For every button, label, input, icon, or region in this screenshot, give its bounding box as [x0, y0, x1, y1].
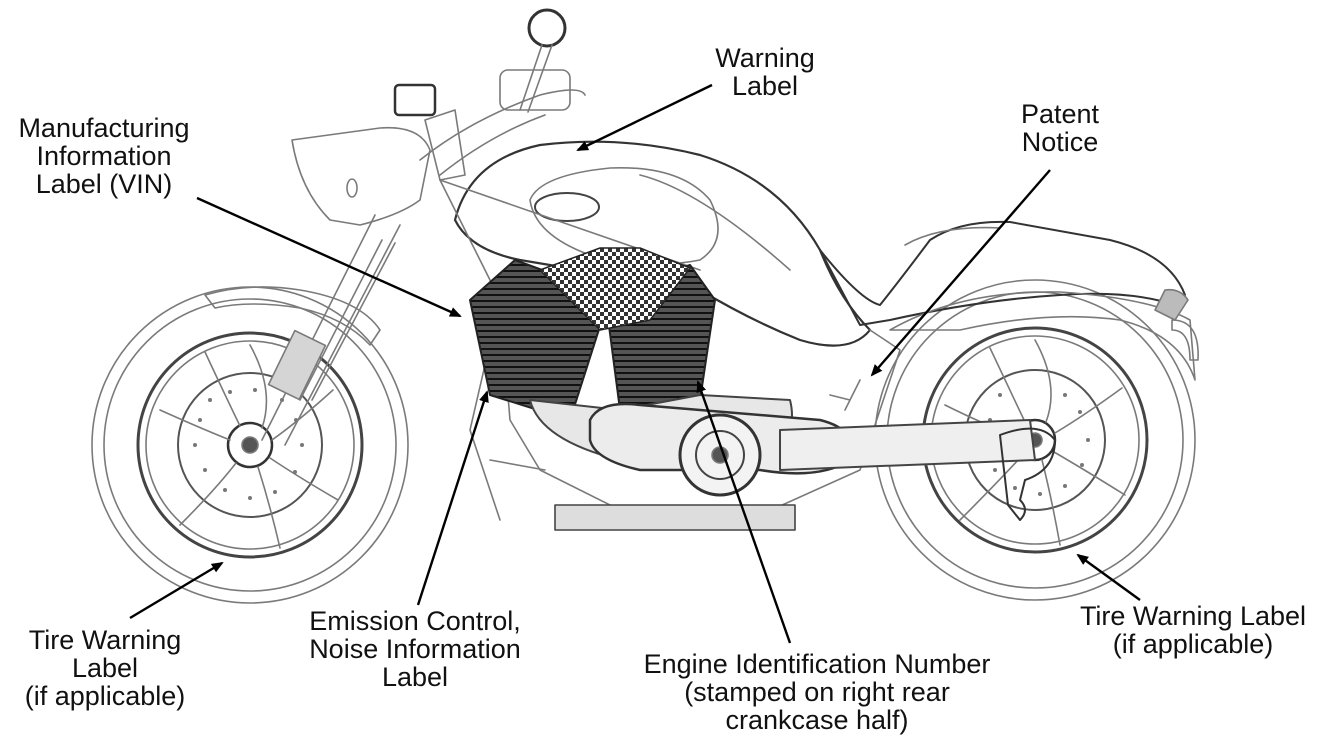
footpeg — [489, 379, 861, 471]
warning-label-arrow — [576, 83, 713, 152]
callout-line: Label (VIN) — [35, 169, 173, 199]
callout-line: (stamped on right rear — [684, 677, 950, 707]
callout-line: Noise Information — [309, 634, 521, 664]
patent-notice-arrow — [870, 169, 1051, 377]
handlebar — [419, 89, 586, 176]
callout-line: Information — [36, 141, 172, 171]
swingarm — [779, 419, 1036, 471]
front-fork — [261, 214, 401, 446]
callout-line: Notice — [1021, 127, 1099, 157]
callout-line: Emission Control, — [309, 606, 521, 636]
callout-line: Label — [71, 653, 139, 683]
tire-warning-left-arrow — [129, 561, 224, 620]
front-wheel — [91, 286, 409, 604]
emission-label-arrow — [416, 390, 489, 606]
callout-line: Tire Warning — [28, 625, 182, 655]
warning-label-callout: Warning Label — [700, 44, 830, 100]
callout-line: Manufacturing — [18, 113, 190, 143]
emission-label-callout: Emission Control, Noise Information Labe… — [290, 607, 540, 691]
rear-fender — [889, 291, 1196, 381]
callout-line: Engine Identification Number — [643, 649, 991, 679]
callout-line: (if applicable) — [1112, 629, 1274, 659]
frame — [439, 179, 901, 521]
tire-warning-left-callout: Tire Warning Label (if applicable) — [5, 626, 205, 710]
seat — [819, 220, 1186, 326]
engine-id-arrow — [696, 380, 792, 644]
manufacturing-label-arrow — [196, 196, 462, 318]
callout-line: Warning — [715, 43, 815, 73]
callout-line: (if applicable) — [24, 681, 186, 711]
manufacturing-label-callout: Manufacturing Information Label (VIN) — [4, 114, 204, 198]
front-fender — [204, 286, 381, 346]
motorcycle-line-art — [91, 8, 1199, 604]
tire-warning-right-arrow — [1076, 553, 1141, 601]
callout-line: crankcase half) — [725, 705, 909, 735]
callout-line: Patent — [1020, 99, 1100, 129]
callout-line: Label — [381, 662, 449, 692]
tire-warning-right-callout: Tire Warning Label (if applicable) — [1068, 602, 1318, 658]
callout-line: Tire Warning Label — [1079, 601, 1307, 631]
engine-id-callout: Engine Identification Number (stamped on… — [612, 650, 1022, 734]
headlight-fairing — [291, 126, 431, 226]
callout-line: Label — [731, 71, 799, 101]
engine — [469, 247, 854, 531]
patent-notice-callout: Patent Notice — [1005, 100, 1115, 156]
callout-arrows — [129, 83, 1141, 644]
